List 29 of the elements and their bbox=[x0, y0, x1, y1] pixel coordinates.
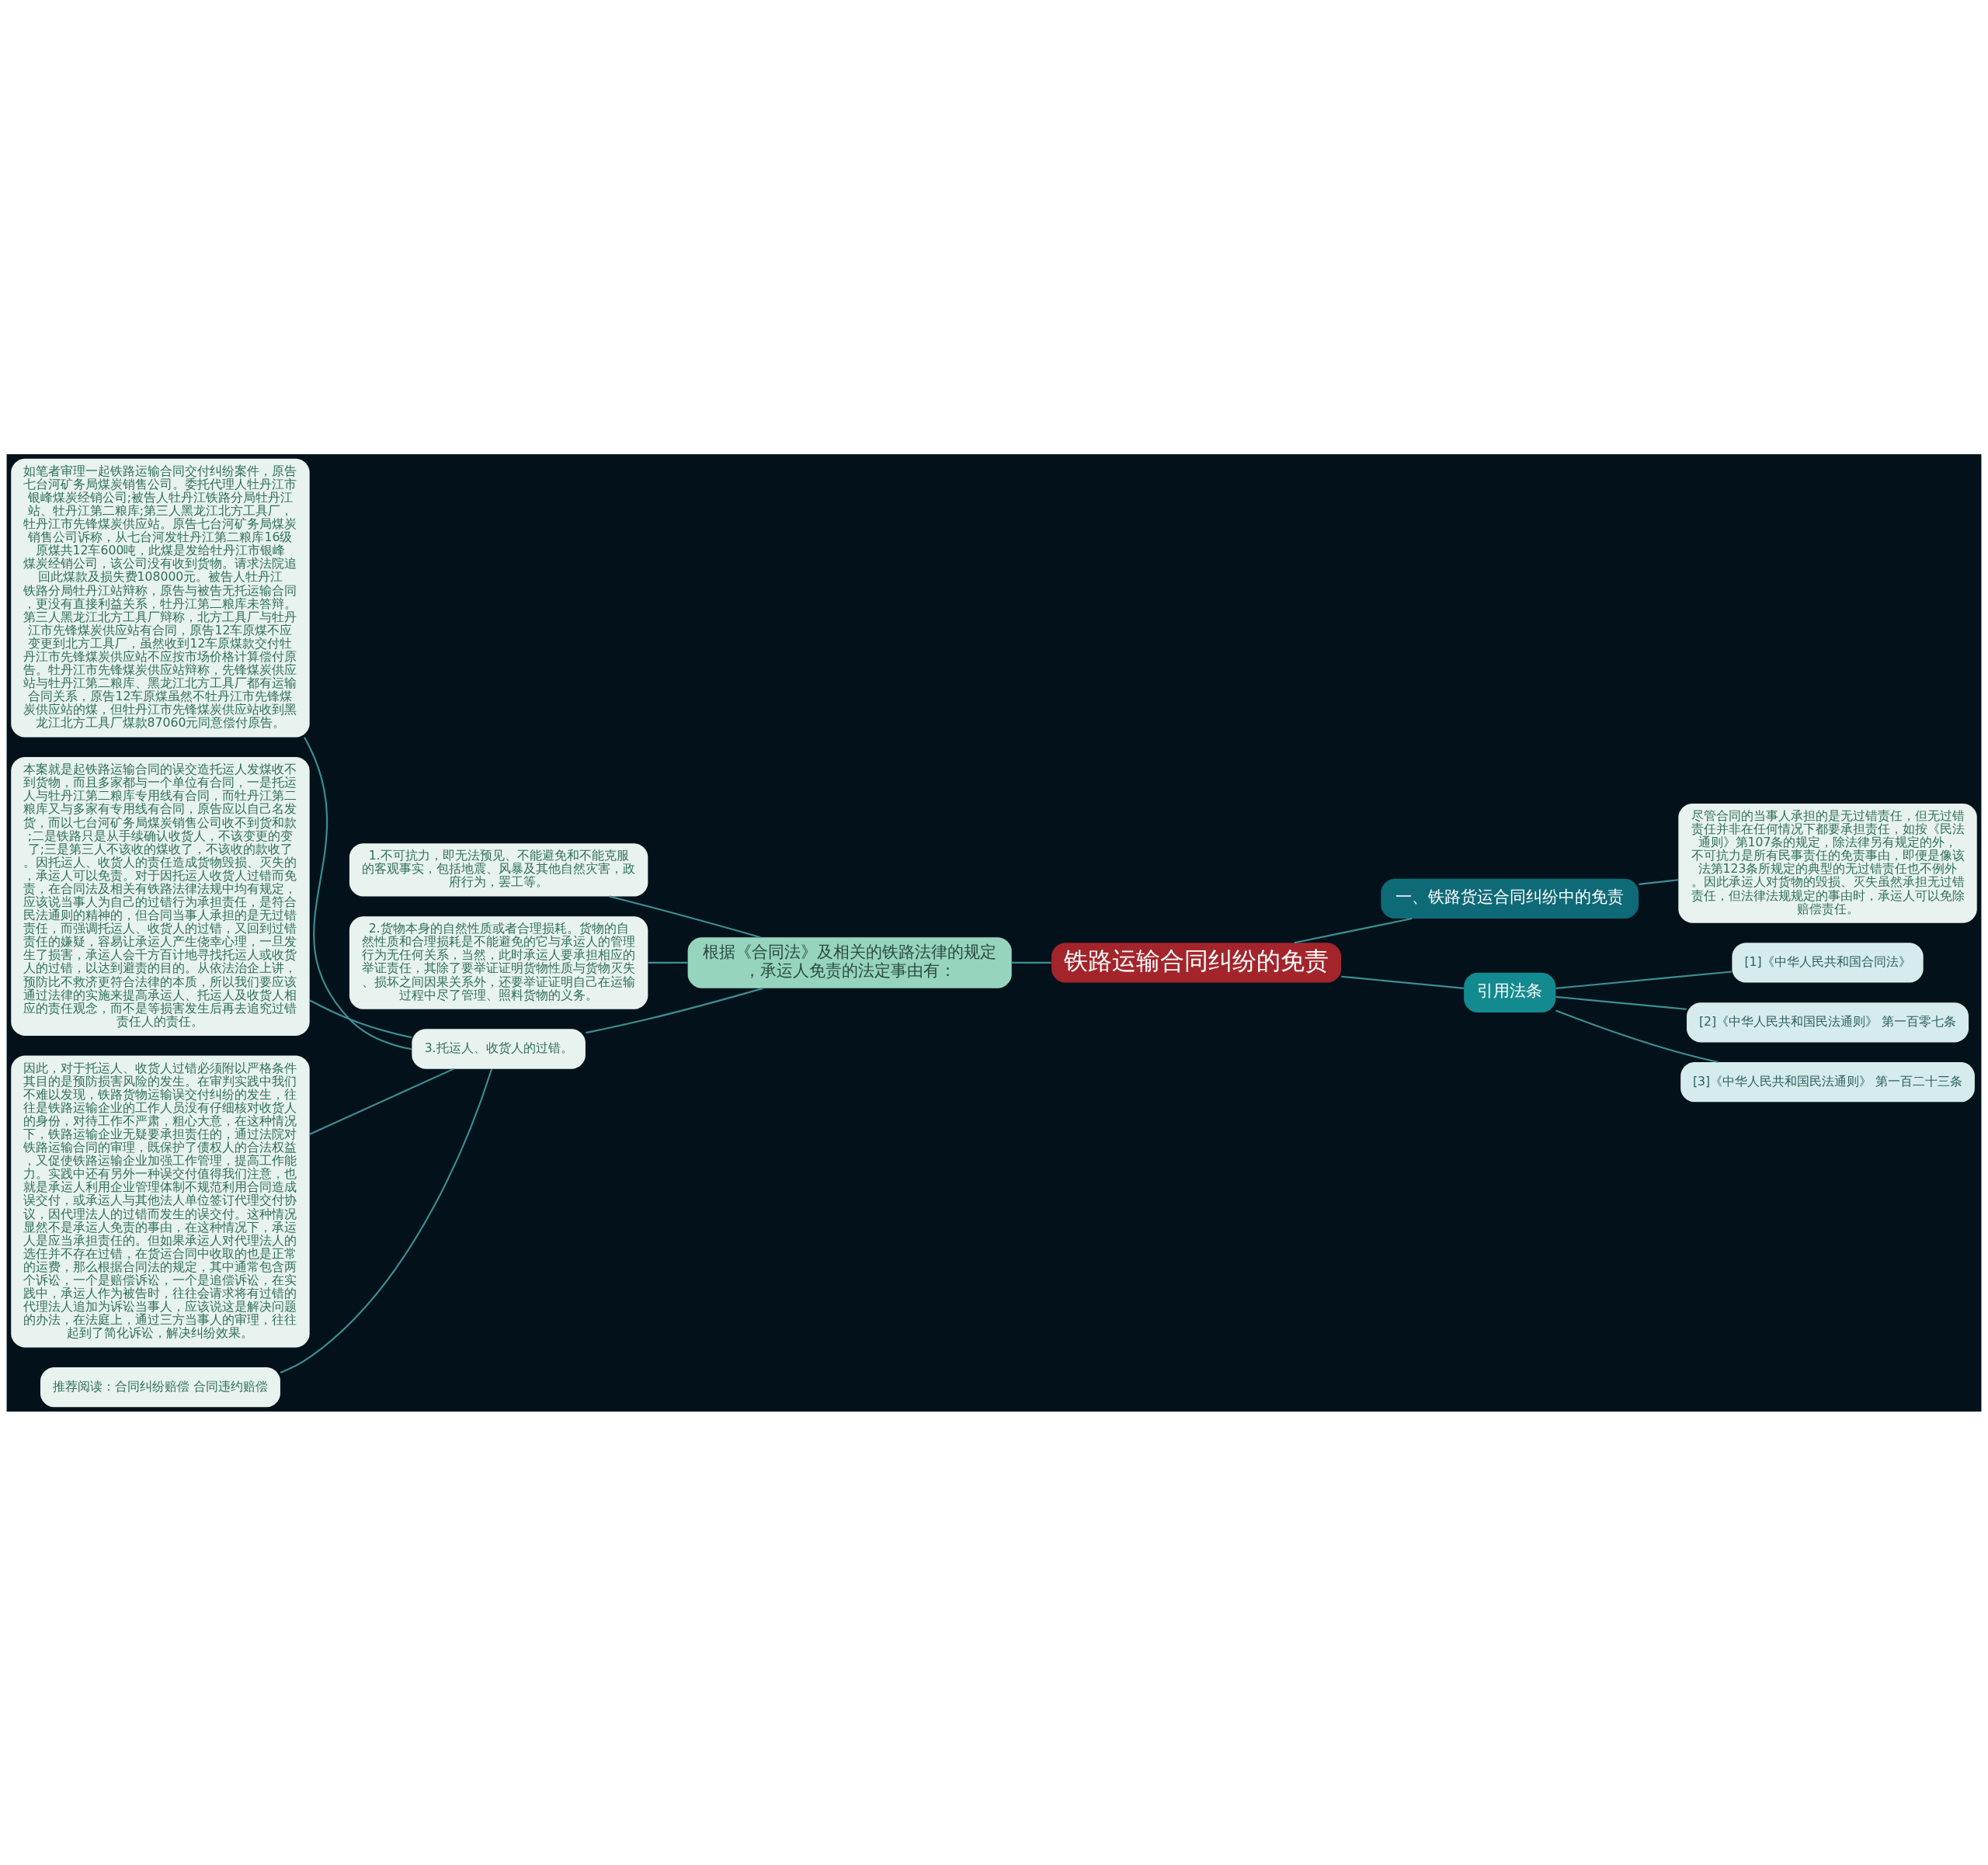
node-box: 如笔者审理一起铁路运输合同交付纠纷案件，原告七台河矿务局煤炭销售公司。委托代理人牡丹江市银峰煤炭经销公司;被告人牡丹江铁路分局牡丹江站、牡丹江第二粮库;第三人黑龙江北方工具厂，牡丹江市先锋煤炭供应站。原告七台河矿务局煤炭销售公司诉称，从七台河发牡丹江第二粮库16级原煤共12车600吨，此煤是发给牡丹江市银峰煤炭经销公司，该公司没有收到货物。请求法院追回此煤款及损失费108000元。被告人牡丹江铁路分局牡丹江站辩称，原告与被告无托运输合同，更没有直接利益关系，牡丹江第二粮库未答辩。第三人黑龙江北方工具厂辩称，北方工具厂与牡丹江市先锋煤炭供应站有合同，原告12车原煤不应变更到北方工具厂，虽然收到12车原煤款交付牡丹江市先锋煤炭供应站不应按市场价格计算偿付原告。牡丹江市先锋煤炭供应站辩称，先锋煤炭供应站与牡丹江第二粮库、黑龙江北方工具厂都有运输合同关系，原告12车原煤虽然不牡丹江市先锋煤炭供应站的煤，但牡丹江市先锋煤炭供应站收到黑龙江北方工具厂煤款87060元同意偿付原告。 bbox=[11, 458, 310, 737]
node-box: 2.货物本身的自然性质或者合理损耗。货物的自然性质和合理损耗是不能避免的它与承运人的管理行为无任何关系，当然，此时承运人要承担相应的举证责任，其除了要举证证明货物性质与货物灭失、损坏之间因果关系外，还要举证证明自己在运输过程中尽了管理、照料货物的义务。 bbox=[349, 915, 648, 1009]
connector bbox=[1341, 975, 1465, 989]
node-box: 推荐阅读：合同纠纷赔偿 合同违约赔偿 bbox=[40, 1367, 280, 1407]
connector bbox=[586, 987, 763, 1033]
node-box: 根据《合同法》及相关的铁路法律的规定，承运人免责的法定事由有： bbox=[687, 936, 1012, 988]
node-box: 本案就是起铁路运输合同的误交造托运人发煤收不到货物，而且多家都与一个单位有合同，一是托运人与牡丹江第二粮库专用线有合同，而牡丹江第二粮库又与多家有专用线有合同，原告应以自己名发货，而以七台河矿务局煤炭销售公司收不到货和款;二是铁路只是从手续确认收货人，不该变更的变了;三是第三人不该收的煤收了，不该收的款收了。因托运人、收货人的责任造成货物毁损、灭失的，承运人可以免责。对于因托运人收货人过错而免责，在合同法及相关有铁路法律法规中均有规定，应该说当事人为自己的过错行为承担责任，是符合民法通则的精神的，但合同当事人承担的是无过错责任，而强调托运人、收货人的过错，又回到过错责任的嫌疑，容易让承运人产生侥幸心理，一旦发生了损害，承运人会千方百计地寻找托运人或收货人的过错，以达到避责的目的。从依法治企上讲，预防比不救济更符合法律的本质，所以我们要应该通过法律的实施来提高承运人、托运人及收货人相应的责任观念，而不是等损害发生后再去追究过错责任人的责任。 bbox=[11, 756, 310, 1036]
node-box: [3]《中华人民共和国民法通则》 第一百二十三条 bbox=[1680, 1061, 1975, 1102]
connector bbox=[309, 1068, 454, 1135]
connector bbox=[1294, 917, 1413, 943]
node-box: 铁路运输合同纠纷的免责 bbox=[1051, 942, 1342, 983]
connector bbox=[648, 961, 688, 964]
connector bbox=[1012, 961, 1051, 964]
node-box: 因此，对于托运人、收货人过错必须附以严格条件其目的是预防损害风险的发生。在审判实践中我们不难以发现，铁路货物运输误交付纠纷的发生，往往是铁路运输企业的工作人员没有仔细核对收货人的身份，对待工作不严肃，粗心大意，在这种情况下，铁路运输企业无疑要承担责任的，通过法院对铁路运输合同的审理，既保护了债权人的合法权益，又促使铁路运输企业加强工作管理，提高工作能力。实践中还有另外一种误交付值得我们注意，也就是承运人利用企业管理体制不规范利用合同造成误交付，或承运人与其他法人单位签订代理交付协议，因代理法人的过错而发生的误交付。这种情况显然不是承运人免责的事由，在这种情况下，承运人是应当承担责任的。但如果承运人对代理法人的选任并不存在过错，在货运合同中收取的也是正常的运费，那么根据合同法的规定，其中通常包含两个诉讼，一个是赔偿诉讼，一个是追偿诉讼，在实践中，承运人作为被告时，往往会请求将有过错的代理法人追加为诉讼当事人，应该说这是解决问题的办法，在法庭上，通过三方当事人的审理，往往起到了简化诉讼，解决纠纷效果。 bbox=[11, 1055, 310, 1347]
connector bbox=[609, 895, 761, 938]
node-box: 引用法条 bbox=[1464, 972, 1556, 1012]
connector bbox=[280, 1068, 493, 1374]
node-box: [2]《中华人民共和国民法通则》 第一百零七条 bbox=[1687, 1002, 1969, 1042]
connector bbox=[1639, 878, 1679, 885]
connector bbox=[1555, 995, 1687, 1010]
connector bbox=[1555, 970, 1733, 989]
node-box: 1.不可抗力，即无法预见、不能避免和不能克服的客观事实，包括地震、风暴及其他自然灾害，政府行为，罢工等。 bbox=[349, 842, 648, 896]
node-box: 尽管合同的当事人承担的是无过错责任，但无过错责任并非在任何情况下都要承担责任，如按《民法通则》第107条的规定，除法律另有规定的外，不可抗力是所有民事责任的免责事由，即便是像该法第123条所规定的典型的无过错责任也不例外。因此承运人对货物的毁损、灭失虽然承担无过错责任，但法律法规规定的事由时，承运人可以免除赔偿责任。 bbox=[1678, 803, 1977, 923]
node-box: 3.托运人、收货人的过错。 bbox=[412, 1028, 586, 1069]
node-box: [1]《中华人民共和国合同法》 bbox=[1732, 942, 1924, 983]
connector bbox=[1555, 1009, 1719, 1063]
node-box: 一、铁路货运合同纠纷中的免责 bbox=[1381, 878, 1639, 919]
connector bbox=[304, 736, 412, 1050]
connector bbox=[309, 999, 412, 1038]
